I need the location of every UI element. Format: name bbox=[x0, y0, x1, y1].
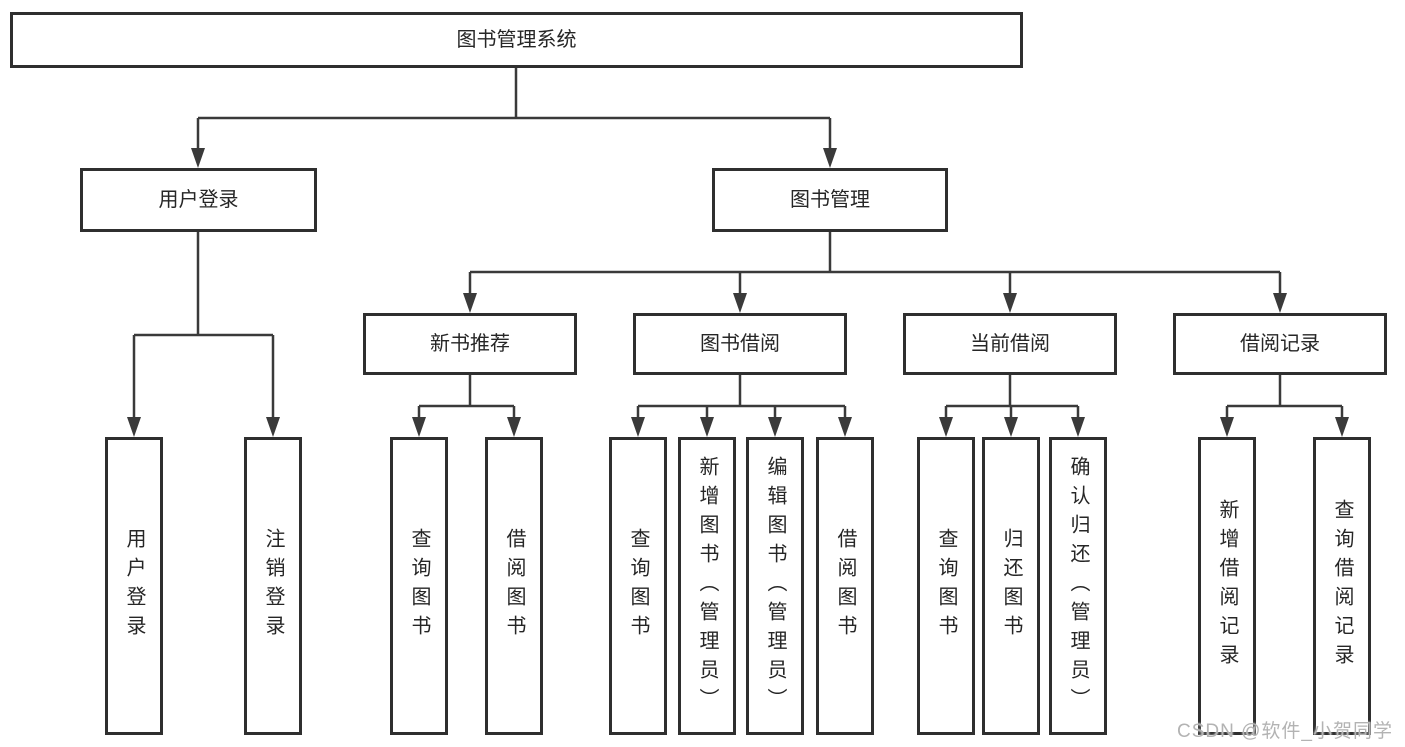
leaf-query-books-borrow: 查询图书 bbox=[609, 437, 667, 735]
leaf-query-borrow-record: 查询借阅记录 bbox=[1313, 437, 1371, 735]
leaf-add-books-admin: 新增图书（管理员） bbox=[678, 437, 736, 735]
edge-bookmgmt-to-level3 bbox=[463, 232, 1287, 313]
leaf-user-login: 用户登录 bbox=[105, 437, 163, 735]
leaf-borrow-books-recommend: 借阅图书 bbox=[485, 437, 543, 735]
edge-userlogin-to-leaves bbox=[127, 232, 280, 437]
node-root-library-system: 图书管理系统 bbox=[10, 12, 1023, 68]
edge-borrow-to-leaves bbox=[631, 375, 852, 437]
leaf-logout: 注销登录 bbox=[244, 437, 302, 735]
leaf-add-borrow-record: 新增借阅记录 bbox=[1198, 437, 1256, 735]
leaf-borrow-books: 借阅图书 bbox=[816, 437, 874, 735]
node-current-borrow: 当前借阅 bbox=[903, 313, 1117, 375]
edge-record-to-leaves bbox=[1220, 375, 1349, 437]
node-book-management: 图书管理 bbox=[712, 168, 948, 232]
leaf-return-books: 归还图书 bbox=[982, 437, 1040, 735]
leaf-confirm-return-admin: 确认归还（管理员） bbox=[1049, 437, 1107, 735]
node-user-login: 用户登录 bbox=[80, 168, 317, 232]
leaf-query-books-current: 查询图书 bbox=[917, 437, 975, 735]
node-book-borrow: 图书借阅 bbox=[633, 313, 847, 375]
node-borrow-record: 借阅记录 bbox=[1173, 313, 1387, 375]
node-new-book-recommend: 新书推荐 bbox=[363, 313, 577, 375]
leaf-edit-books-admin: 编辑图书（管理员） bbox=[746, 437, 804, 735]
leaf-query-books-recommend: 查询图书 bbox=[390, 437, 448, 735]
csdn-watermark: CSDN @软件_小贺同学 bbox=[1177, 721, 1393, 742]
edge-current-to-leaves bbox=[939, 375, 1085, 437]
edge-root-to-level2 bbox=[191, 68, 837, 168]
edge-newbook-to-leaves bbox=[412, 375, 521, 437]
